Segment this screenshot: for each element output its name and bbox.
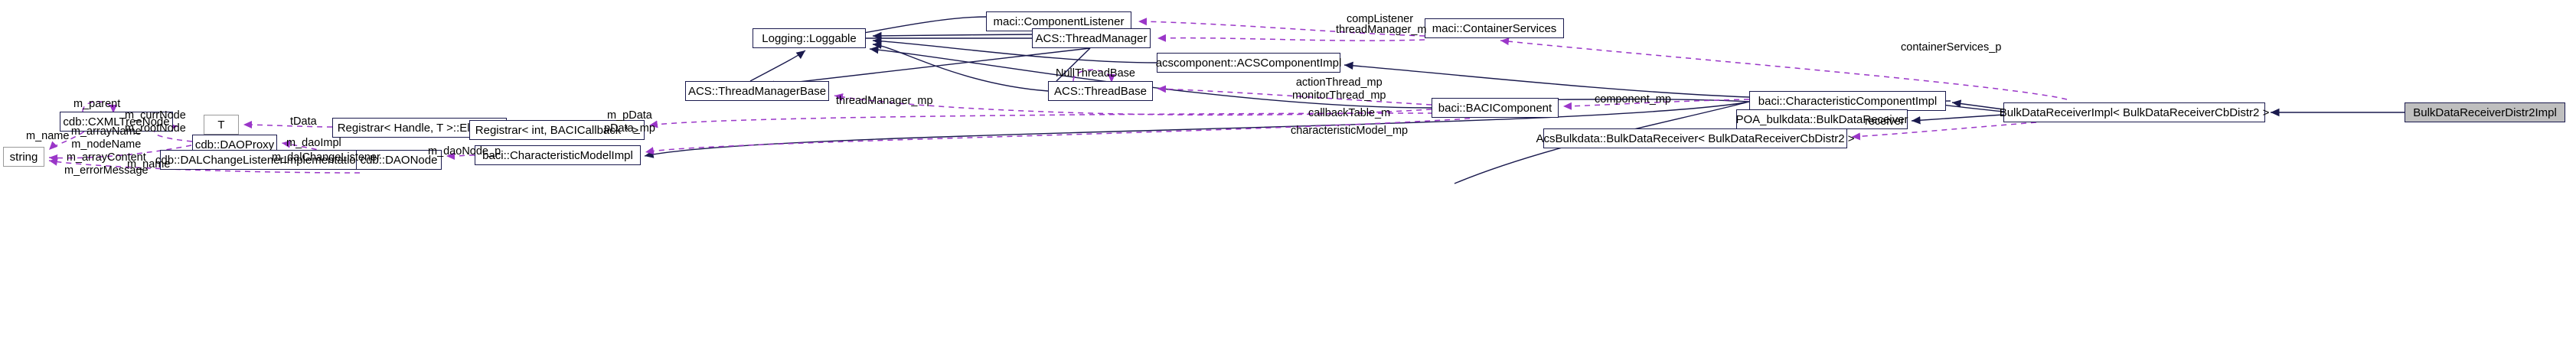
node-baci-bacicomponent[interactable]: baci::BACIComponent xyxy=(1432,98,1559,118)
edge-label-characteristicmodel-mp: characteristicModel_mp xyxy=(1291,125,1408,138)
edge-label-threadmanager-m: threadManager_m xyxy=(1336,24,1427,37)
label-text: m_pData pData_mp xyxy=(604,109,655,135)
edge-label-containerservices-p: containerServices_p xyxy=(1901,41,2001,54)
node-label: BulkDataReceiverDistr2Impl xyxy=(2413,106,2557,119)
node-maci-component-listener[interactable]: maci::ComponentListener xyxy=(986,11,1131,31)
node-acscomponent-acscomponentimpl[interactable]: acscomponent::ACSComponentImpl xyxy=(1155,53,1342,73)
node-label: ACS::ThreadManagerBase xyxy=(687,84,827,98)
node-label: ACS::ThreadBase xyxy=(1054,84,1147,98)
node-label: cdb::DAONode xyxy=(360,153,438,167)
edge-label-m-pdata: m_pData pData_mp xyxy=(604,109,655,135)
usage-edges xyxy=(48,18,2068,174)
node-label: baci::BACIComponent xyxy=(1438,101,1552,115)
node-cdb-cxmltreenode[interactable]: cdb::CXMLTreeNode xyxy=(60,112,173,132)
node-label: BulkDataReceiverImpl< BulkDataReceiverCb… xyxy=(1999,106,2270,119)
label-text: m_daoNode_p xyxy=(428,145,501,158)
label-text: component_mp xyxy=(1595,93,1671,106)
edge-label-tdata: tData xyxy=(290,115,317,128)
node-label: cdb::DAOProxy xyxy=(194,138,275,151)
node-label: ACS::ThreadManager xyxy=(1035,31,1148,45)
node-label: baci::CharacteristicModelImpl xyxy=(482,148,633,162)
label-text: m_arrayName m_nodeName m_arrayContent m_… xyxy=(64,125,149,177)
label-text: tData xyxy=(290,115,317,128)
node-type-t[interactable]: T xyxy=(204,115,239,135)
edge-label-m-arrayname-group: m_arrayName m_nodeName m_arrayContent m_… xyxy=(64,125,149,177)
label-text: m_name xyxy=(26,130,70,142)
edge-label-m-parent: m_parent xyxy=(73,98,120,111)
node-acsbulkdata-bulkdatareceiver[interactable]: AcsBulkdata::BulkDataReceiver< BulkDataR… xyxy=(1536,128,1855,148)
node-label: Registrar< Handle, T >::Element xyxy=(337,121,502,135)
node-logging-loggable[interactable]: Logging::Loggable xyxy=(753,28,866,48)
node-label: acscomponent::ACSComponentImpl xyxy=(1155,56,1342,70)
label-text: containerServices_p xyxy=(1901,41,2002,54)
node-cdb-daonode[interactable]: cdb::DAONode xyxy=(356,150,442,170)
edge-label-receiver: receiver xyxy=(1865,115,1905,128)
node-label: cdb::CXMLTreeNode xyxy=(63,115,170,128)
node-label: POA_bulkdata::BulkDataReceiver xyxy=(1735,112,1908,126)
edge-label-m-name-bottom: m_name xyxy=(127,158,170,171)
node-label: AcsBulkdata::BulkDataReceiver< BulkDataR… xyxy=(1536,132,1855,145)
node-label: cdb::DALChangeListenerImplementation xyxy=(155,153,363,167)
label-text: NullThreadBase xyxy=(1056,67,1135,80)
edge-label-m-currnode-m-rootnode: m_currNode m_rootNode xyxy=(125,109,186,135)
node-label: T xyxy=(217,118,225,132)
node-label: maci::ContainerServices xyxy=(1432,21,1557,35)
node-baci-characteristic-model-impl[interactable]: baci::CharacteristicModelImpl xyxy=(475,145,641,165)
node-acs-thread-base[interactable]: ACS::ThreadBase xyxy=(1048,81,1153,101)
node-bulkdatareceiverimpl[interactable]: BulkDataReceiverImpl< BulkDataReceiverCb… xyxy=(2000,102,2269,122)
label-text: m_parent xyxy=(73,98,121,110)
label-text: m_name xyxy=(127,158,171,171)
node-label: string xyxy=(9,150,38,164)
edge-label-m-dalchangelistener: m_dalChangeListener xyxy=(272,151,380,164)
edge-label-actionthread-mp: actionThread_mp monitorThread_mp xyxy=(1292,76,1386,102)
node-acs-thread-manager[interactable]: ACS::ThreadManager xyxy=(1032,28,1151,48)
label-text: receiver xyxy=(1865,115,1905,128)
label-text: m_dalChangeListener xyxy=(272,151,380,164)
edge-label-m-name-top: m_name xyxy=(26,130,69,143)
edge-label-nullthreadbase: NullThreadBase xyxy=(1056,67,1135,80)
node-baci-characteristic-component-impl[interactable]: baci::CharacteristicComponentImpl xyxy=(1749,91,1946,111)
node-acs-thread-manager-base[interactable]: ACS::ThreadManagerBase xyxy=(685,81,829,101)
node-cdb-dalchangelistenerimplementation[interactable]: cdb::DALChangeListenerImplementation xyxy=(155,150,362,170)
label-text: threadManager_m xyxy=(1336,24,1427,36)
edge-label-callbacktable-m: callbackTable_m xyxy=(1308,107,1390,120)
label-text: compListener xyxy=(1347,13,1414,25)
label-text: m_currNode m_rootNode xyxy=(125,109,186,135)
edge-label-component-mp: component_mp xyxy=(1595,93,1671,106)
node-bulkdatareceiverdistr2impl[interactable]: BulkDataReceiverDistr2Impl xyxy=(2405,102,2565,122)
node-label: baci::CharacteristicComponentImpl xyxy=(1758,94,1938,108)
label-text: actionThread_mp monitorThread_mp xyxy=(1292,76,1386,102)
label-text: threadManager_mp xyxy=(836,95,933,107)
node-label: maci::ComponentListener xyxy=(993,15,1125,28)
edge-label-m-daoimpl: m_daoImpl xyxy=(286,137,341,150)
node-label: Registrar< int, BACICallback * > xyxy=(475,123,639,137)
label-text: m_daoImpl xyxy=(286,137,341,149)
node-label: Logging::Loggable xyxy=(762,31,857,45)
node-registrar-int-bacicallback[interactable]: Registrar< int, BACICallback * > xyxy=(469,120,645,140)
node-maci-container-services[interactable]: maci::ContainerServices xyxy=(1425,18,1564,38)
edge-label-complistener: compListener xyxy=(1347,13,1413,26)
edge-label-threadmanager-mp: threadManager_mp xyxy=(836,95,933,108)
edge-label-m-daonode-p: m_daoNode_p xyxy=(428,145,501,158)
label-text: callbackTable_m xyxy=(1308,107,1391,119)
node-string[interactable]: string xyxy=(3,147,44,167)
label-text: characteristicModel_mp xyxy=(1291,125,1409,137)
